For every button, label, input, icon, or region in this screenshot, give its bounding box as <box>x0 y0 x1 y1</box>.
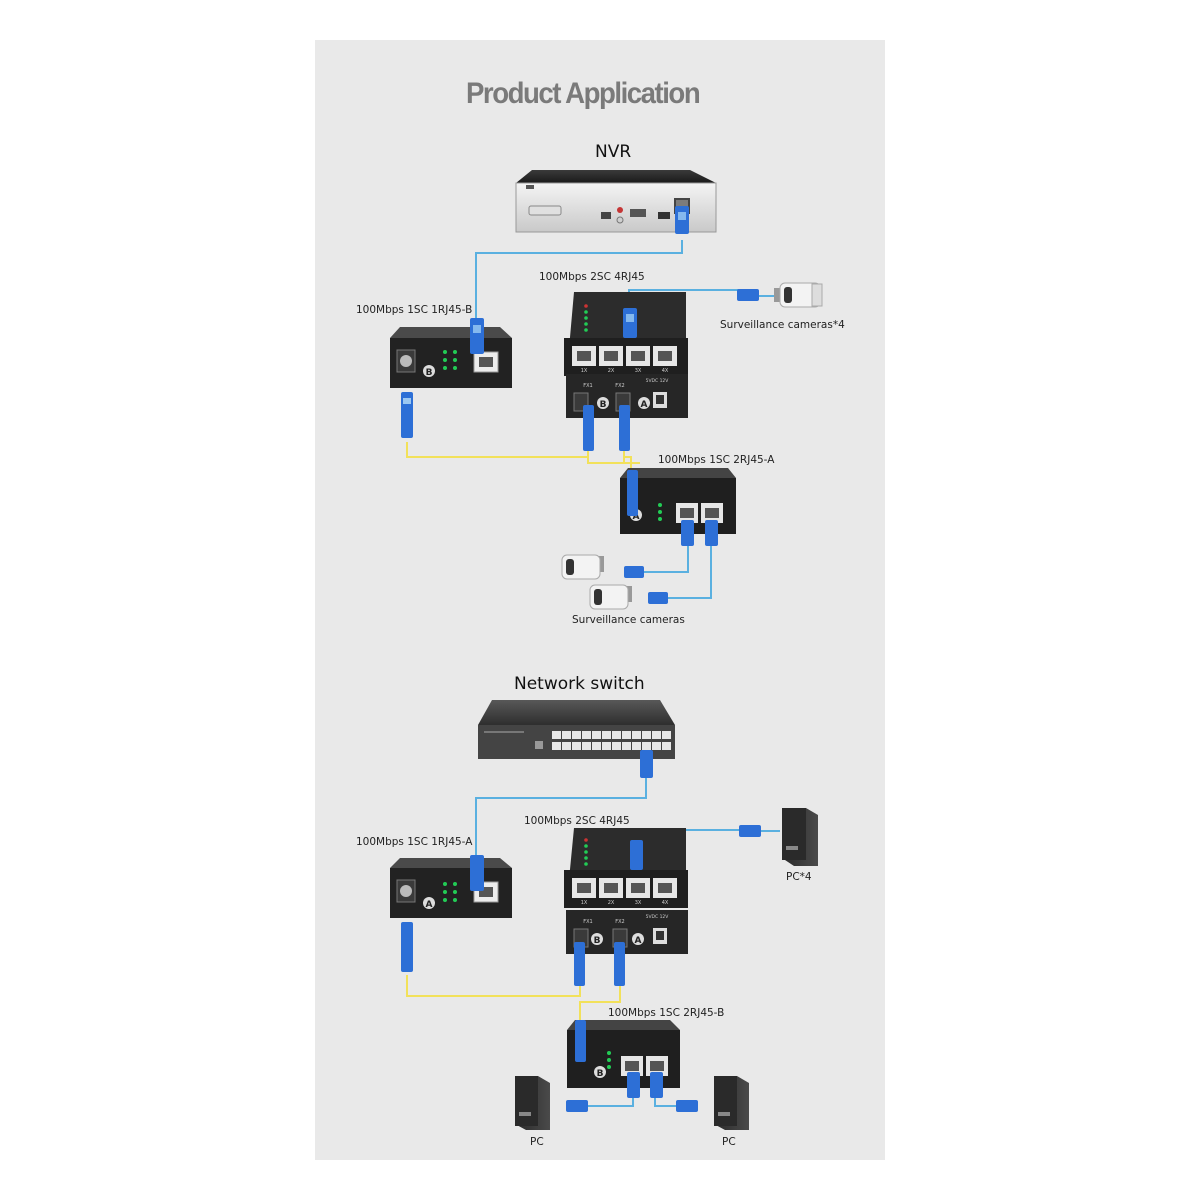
svg-text:4X: 4X <box>662 900 669 906</box>
rj45-connector-icon <box>640 750 653 778</box>
svg-text:A: A <box>635 936 642 946</box>
rj45-connector-icon <box>470 855 484 891</box>
converter-bottom-label-bottom: 100Mbps 1SC 2RJ45-B <box>608 1007 725 1019</box>
converter-1sc-1rj45-b: B <box>390 327 512 388</box>
pc-tower-icon <box>714 1076 749 1130</box>
svg-text:B: B <box>426 368 433 378</box>
svg-text:A: A <box>641 400 648 410</box>
surveillance-camera-icon <box>589 584 632 610</box>
rj45-connector-icon <box>624 520 718 604</box>
sc-fiber-connector-icon <box>627 470 638 516</box>
sc-fiber-connector-icon <box>574 942 625 986</box>
svg-text:FX2: FX2 <box>615 919 624 925</box>
svg-text:5VDC 12V: 5VDC 12V <box>646 378 670 384</box>
fiber-cables-bottom <box>406 975 621 1020</box>
switch-center-label-top: 100Mbps 2SC 4RJ45 <box>539 271 645 283</box>
converter-1sc-1rj45-a: A <box>390 858 512 918</box>
switch-2sc-4rj45-bottom: 1X 2X 3X 4X FX1 FX2 5VDC 12V B A <box>564 828 688 954</box>
fiber-cables-top <box>406 442 640 470</box>
svg-text:B: B <box>597 1069 604 1079</box>
svg-text:4X: 4X <box>662 368 669 374</box>
svg-text:3X: 3X <box>635 900 642 906</box>
cameras-bottom-label: Surveillance cameras <box>572 614 685 626</box>
rj45-connector-icon <box>737 289 759 301</box>
pc-right-label: PC <box>722 1136 736 1148</box>
surveillance-camera-icon <box>774 282 823 308</box>
rj45-connector-icon <box>675 206 689 234</box>
svg-text:A: A <box>426 900 433 910</box>
surveillance-camera-icon <box>561 554 604 580</box>
converter-left-label-top: 100Mbps 1SC 1RJ45-B <box>356 304 473 316</box>
pc-left-label: PC <box>530 1136 544 1148</box>
svg-text:B: B <box>594 936 601 946</box>
page-title: Product Application <box>466 77 701 110</box>
rj45-connector-icon <box>630 840 643 870</box>
sc-fiber-connector-icon <box>401 392 413 438</box>
rj45-connector-icon <box>470 318 484 354</box>
network-switch-device <box>478 700 675 759</box>
svg-text:2X: 2X <box>608 368 615 374</box>
svg-text:FX2: FX2 <box>615 383 624 389</box>
rj45-connector-icon <box>566 1072 698 1112</box>
svg-text:FX1: FX1 <box>583 919 592 925</box>
svg-text:A: A <box>633 512 640 522</box>
sc-fiber-connector-icon <box>575 1020 586 1062</box>
pc-tower-icon <box>515 1076 550 1130</box>
rj45-connector-icon <box>623 308 637 338</box>
nvr-label: NVR <box>595 142 632 162</box>
rj45-connector-icon <box>739 825 761 837</box>
sc-fiber-connector-icon <box>401 922 413 972</box>
converter-left-label-bottom: 100Mbps 1SC 1RJ45-A <box>356 836 473 848</box>
network-switch-label: Network switch <box>514 674 645 694</box>
switch-center-label-bottom: 100Mbps 2SC 4RJ45 <box>524 815 630 827</box>
cameras-right-label: Surveillance cameras*4 <box>720 319 845 331</box>
pcs-right-label: PC*4 <box>786 871 812 883</box>
svg-text:B: B <box>600 400 607 410</box>
converter-bottom-label-top: 100Mbps 1SC 2RJ45-A <box>658 454 775 466</box>
svg-text:2X: 2X <box>608 900 615 906</box>
svg-text:1X: 1X <box>581 900 588 906</box>
svg-text:3X: 3X <box>635 368 642 374</box>
svg-text:5VDC 12V: 5VDC 12V <box>646 914 670 920</box>
svg-text:1X: 1X <box>581 368 588 374</box>
svg-text:FX1: FX1 <box>583 383 592 389</box>
pc-tower-icon <box>782 808 818 866</box>
sc-fiber-connector-icon <box>583 405 630 451</box>
